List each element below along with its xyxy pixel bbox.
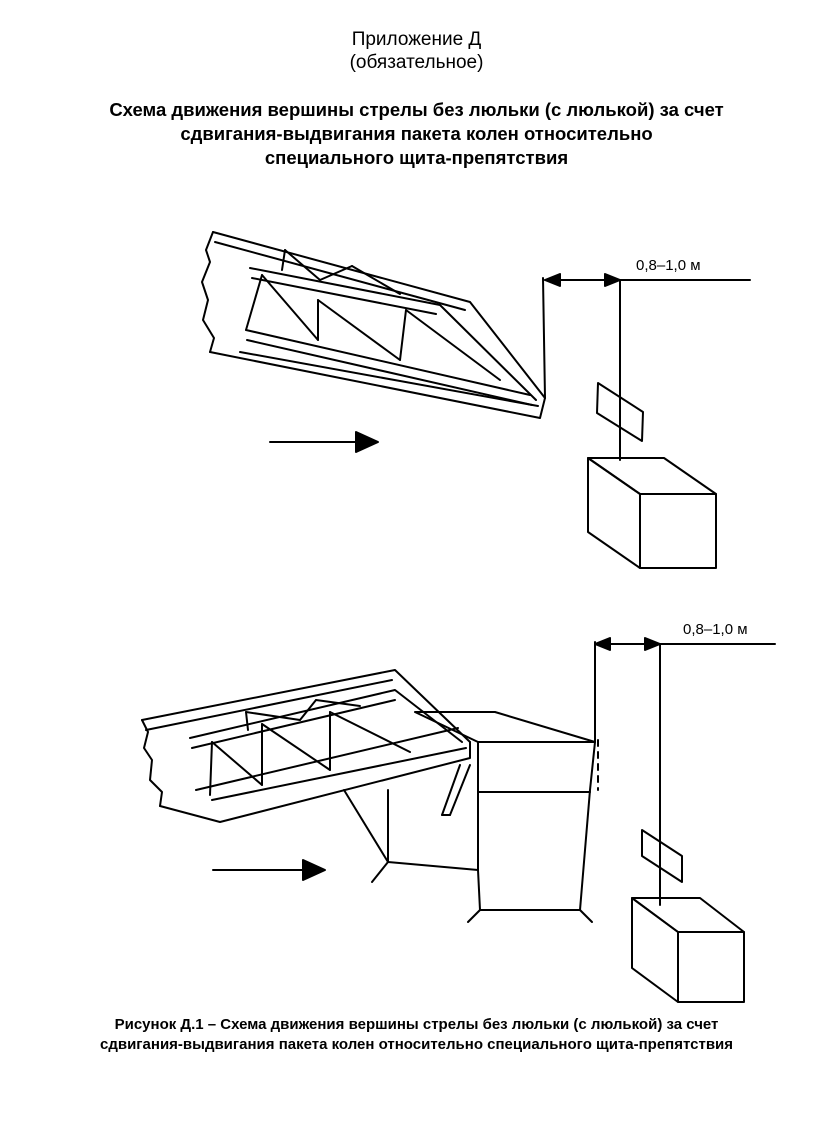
appendix-status: (обязательное): [349, 52, 484, 73]
top-dimension-label: 0,8–1,0 м: [636, 257, 701, 274]
caption-line-2: сдвигания-выдвигания пакета колен относи…: [99, 1036, 734, 1053]
heading-line-1: Схема движения вершины стрелы без люльки…: [109, 99, 724, 120]
bottom-dimension-label: 0,8–1,0 м: [683, 621, 748, 638]
appendix-title: Приложение Д: [351, 29, 482, 50]
top-motion-arrow-head: [355, 431, 379, 453]
bottom-load-box: [631, 897, 745, 1003]
top-load-box: [587, 457, 717, 569]
top-figure: [201, 231, 751, 569]
heading-line-2: сдвигания-выдвигания пакета колен относи…: [180, 123, 653, 144]
bottom-boom-truss: [141, 669, 471, 823]
heading-line-3: специального щита-препятствия: [264, 147, 569, 168]
caption-line-1: Рисунок Д.1 – Схема движения вершины стр…: [114, 1016, 719, 1033]
top-dim-arrow-right: [604, 273, 621, 287]
appendix-header: Приложение Д (обязательное): [0, 28, 833, 74]
bottom-dim-arrow-right: [644, 637, 661, 651]
top-boom-truss: [201, 231, 546, 419]
top-tip-vertical: [542, 277, 546, 399]
figure-caption: Рисунок Д.1 – Схема движения вершины стр…: [0, 1015, 833, 1055]
bottom-motion-arrow-head: [302, 859, 326, 881]
section-heading: Схема движения вершины стрелы без люльки…: [0, 98, 833, 170]
bottom-dim-arrow-left: [594, 637, 611, 651]
bottom-figure: [141, 637, 776, 1003]
bottom-tag-plate: [641, 829, 683, 883]
top-tag-plate: [596, 382, 644, 442]
top-dim-arrow-left: [544, 273, 561, 287]
